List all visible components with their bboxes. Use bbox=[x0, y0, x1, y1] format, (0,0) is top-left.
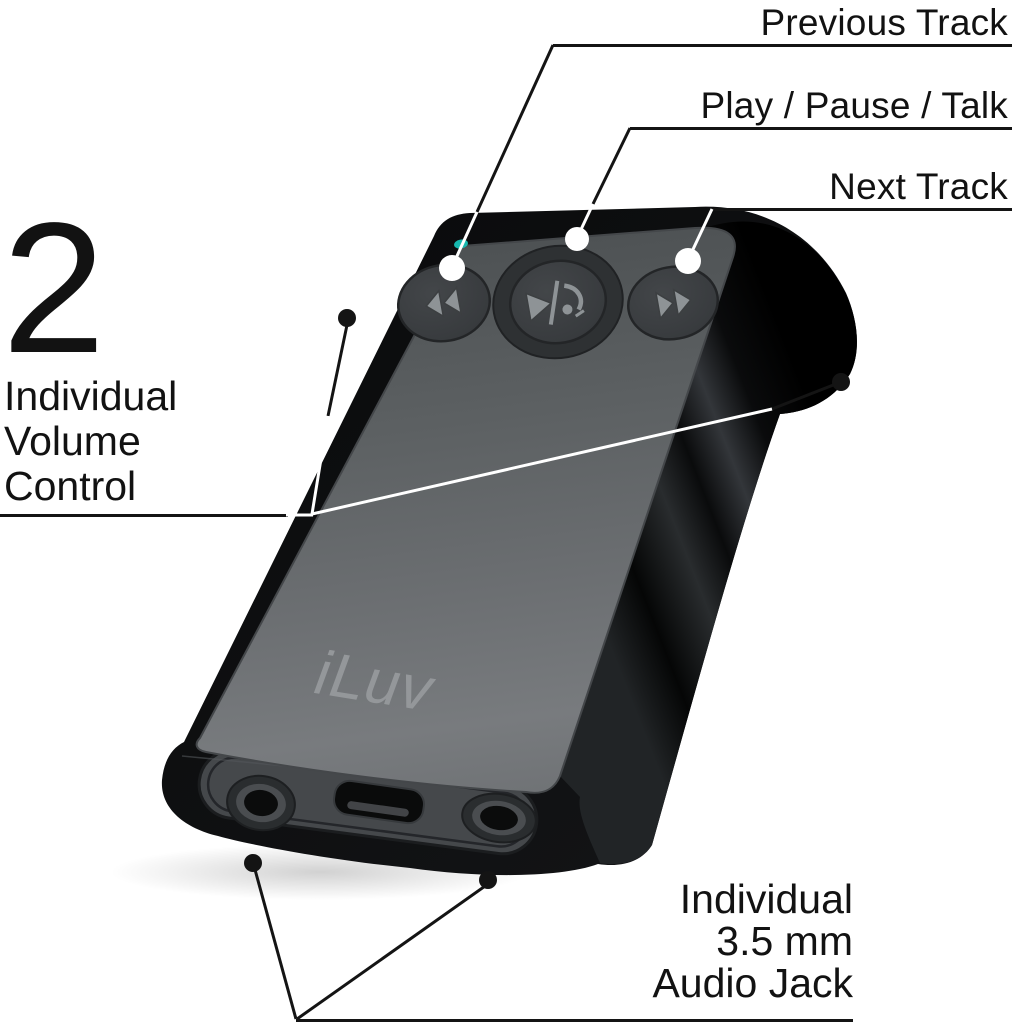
play-pause-talk-icon bbox=[525, 280, 585, 325]
callout-dot-volume-right bbox=[832, 373, 850, 391]
callout-dots-black bbox=[244, 309, 850, 889]
label-play-pause-talk: Play / Pause / Talk bbox=[700, 85, 1008, 126]
label-jack-line2: 3.5 mm bbox=[716, 918, 853, 964]
fast-forward-icon bbox=[654, 288, 692, 321]
micro-usb-port bbox=[333, 779, 425, 825]
next-track-button bbox=[626, 265, 720, 341]
callout-dot-jack-right bbox=[479, 871, 497, 889]
callout-dots-white bbox=[439, 227, 701, 281]
play-pause-talk-button bbox=[492, 244, 624, 360]
device-right-side bbox=[560, 221, 857, 865]
label-volume-line1: Individual bbox=[4, 373, 178, 419]
callout-dot-volume-left bbox=[338, 309, 356, 327]
callout-dot-jack-left bbox=[244, 854, 262, 872]
device-face bbox=[195, 226, 736, 794]
callout-lines-black bbox=[0, 44, 1012, 1022]
label-volume-count: 2 bbox=[2, 185, 105, 392]
label-jack-line1: Individual bbox=[679, 876, 853, 922]
previous-track-button bbox=[396, 263, 492, 343]
label-previous-track: Previous Track bbox=[760, 2, 1008, 43]
label-audio-jack: Individual 3.5 mm Audio Jack bbox=[652, 878, 853, 1004]
label-volume-line3: Control bbox=[4, 463, 137, 509]
callout-dot-play bbox=[565, 227, 589, 251]
label-next-track: Next Track bbox=[829, 166, 1008, 207]
callout-dot-previous bbox=[439, 255, 465, 281]
rewind-icon bbox=[425, 285, 463, 318]
callout-dot-next bbox=[675, 248, 701, 274]
headphone-jack-left bbox=[226, 774, 296, 832]
label-jack-line3: Audio Jack bbox=[652, 960, 853, 1006]
headphone-jack-right bbox=[461, 792, 537, 844]
label-volume-control: Individual Volume Control bbox=[4, 374, 177, 509]
label-volume-line2: Volume bbox=[4, 418, 141, 464]
